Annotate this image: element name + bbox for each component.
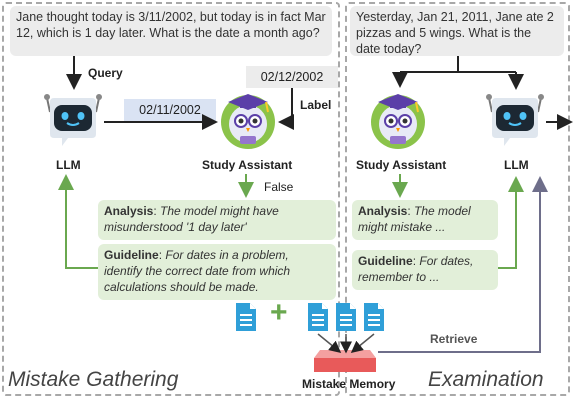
document-icon: [336, 303, 356, 331]
examination-title: Examination: [428, 368, 544, 391]
robot-icon: [486, 94, 544, 146]
query-label: Query: [88, 66, 123, 80]
assistant-owl-icon: [371, 94, 425, 149]
examination-panel: [345, 2, 570, 396]
false-label: False: [264, 180, 294, 194]
left-guideline-note: Guideline: For dates in a problem, ident…: [98, 244, 336, 300]
right-assistant-label: Study Assistant: [356, 158, 447, 172]
document-icon: [364, 303, 384, 331]
plus-sign: +: [270, 296, 288, 329]
assistant-owl-icon: [221, 94, 275, 149]
right-analysis-head: Analysis: [358, 204, 408, 218]
left-llm-label: LLM: [56, 158, 81, 172]
left-guideline-text: For dates in a problem, identify the cor…: [104, 248, 291, 294]
right-analysis-text: The model might mistake ...: [358, 204, 471, 234]
mistake-gathering-panel: [2, 2, 340, 396]
arrow-label: [278, 88, 294, 130]
memory-label: Mistake Memory: [302, 377, 396, 391]
right-analysis-note: Analysis: The model might mistake ...: [352, 200, 498, 240]
mistake-gathering-title: Mistake Gathering: [8, 368, 179, 391]
document-icon: [308, 303, 328, 331]
left-analysis-text: The model might have misunderstood '1 da…: [104, 204, 279, 234]
robot-icon: [44, 94, 102, 146]
document-icon: [236, 303, 256, 331]
arrow-feedback: [58, 174, 98, 269]
right-guideline-text: For dates, remember to ...: [358, 254, 474, 284]
retrieve-label: Retrieve: [430, 332, 478, 346]
left-analysis-head: Analysis: [104, 204, 154, 218]
right-guideline-note: Guideline: For dates, remember to ...: [352, 250, 498, 290]
right-question: Yesterday, Jan 21, 2011, Jane ate 2 pizz…: [350, 6, 564, 56]
arrow-retrieve: [378, 176, 548, 353]
arrow-right-notes-to-llm: [498, 176, 524, 269]
arrow-doc-3: [350, 333, 375, 353]
left-question: Jane thought today is 3/11/2002, but tod…: [10, 6, 332, 56]
left-assistant-label: Study Assistant: [202, 158, 293, 172]
arrow-doc-1: [317, 333, 342, 353]
label-caption: Label: [300, 98, 332, 112]
left-analysis-note: Analysis: The model might have misunders…: [98, 200, 336, 240]
left-guideline-head: Guideline: [104, 248, 159, 262]
right-llm-label: LLM: [504, 158, 529, 172]
right-guideline-head: Guideline: [358, 254, 413, 268]
llm-output-date: 02/11/2002: [124, 99, 216, 122]
label-date: 02/12/2002: [246, 66, 338, 88]
